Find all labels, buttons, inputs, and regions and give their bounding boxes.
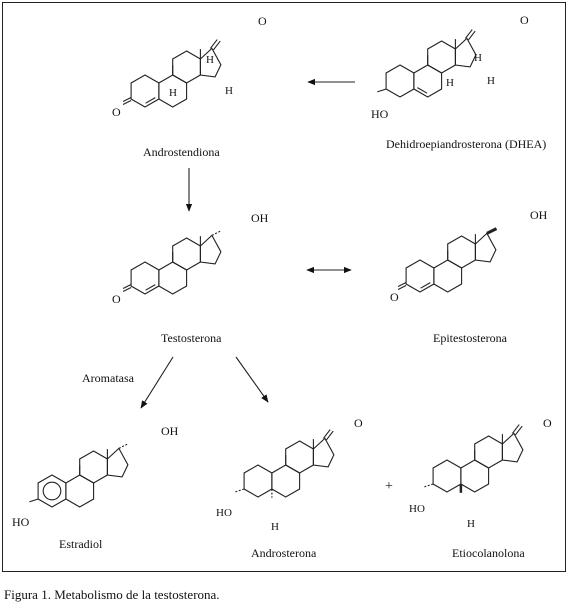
estradiol-ring-a — [37, 474, 67, 508]
atom-o3-epitestosterona: O — [390, 290, 399, 304]
epitestosterona-carbonyl-3a — [397, 282, 407, 287]
testosterona-carbonyl-3b — [122, 287, 132, 292]
atom-oh17-estradiol: OH — [161, 424, 179, 438]
atom-ho3-androsterona: HO — [216, 507, 232, 519]
figure-caption: Figura 1. Metabolismo de la testosterona… — [4, 587, 220, 602]
androstenediona-ring-d — [199, 47, 222, 78]
androstenediona-double-bond-4 — [145, 97, 156, 104]
etiocolanolona-ring-b — [460, 459, 490, 493]
dhea-carbonyl-17a — [464, 29, 473, 39]
atom-h9-dhea: H — [446, 77, 454, 89]
androstenediona-carbonyl-3a — [122, 97, 132, 102]
label-testosterona: Testosterona — [161, 331, 222, 345]
atom-ho3-etiocolanolona: HO — [409, 503, 425, 515]
label-androstenediona: Androstendiona — [143, 145, 220, 159]
atom-ho3-dhea: HO — [371, 107, 389, 121]
androsterona-ring-a — [243, 464, 273, 498]
etiocolanolona-ring-d — [501, 432, 524, 463]
epitestosterona-ring-a — [405, 259, 435, 293]
label-dhea: Dehidroepiandrosterona (DHEA) — [386, 137, 546, 151]
atom-h8-androstenediona: H — [206, 54, 214, 66]
dhea-ring-a — [385, 64, 415, 98]
atom-o17-androsterona: O — [354, 416, 363, 430]
arrow-testosterona-to-androsterona — [235, 356, 269, 403]
epitestosterona-ring-d — [474, 232, 497, 263]
atom-ho3-estradiol: HO — [12, 515, 30, 529]
androsterona-hydroxyl-3 — [235, 488, 245, 493]
arrow-testosterona-to-estradiol — [140, 356, 174, 409]
estradiol-ring-b — [65, 474, 95, 508]
atom-o3-testosterona: O — [112, 292, 121, 306]
atom-oh17-testosterona: OH — [251, 211, 269, 225]
testosterona-carbonyl-3a — [122, 284, 132, 289]
testosterona-hydroxyl-17 — [211, 230, 222, 236]
estradiol-hydroxyl-3 — [29, 498, 39, 503]
androstenediona-carbonyl-17a — [209, 39, 218, 49]
dhea-ring-b — [413, 64, 443, 98]
androsterona-carbonyl-17a — [322, 429, 331, 439]
androsterona-ring-d — [312, 437, 335, 468]
atom-h14-dhea: H — [487, 75, 495, 87]
atom-oh17-epitestosterona: OH — [530, 208, 548, 222]
atom-o3-androstenediona: O — [112, 105, 121, 119]
label-aromatasa: Aromatasa — [82, 371, 135, 385]
atom-h5-etiocolanolona: H — [467, 518, 475, 530]
androstenediona-carbonyl-17b — [212, 40, 221, 51]
testosterona-ring-d — [199, 234, 222, 265]
atom-h5-androsterona: H — [271, 521, 279, 533]
epitestosterona-ring-c — [447, 235, 476, 269]
testosterona-ring-c — [172, 237, 201, 271]
label-androsterona: Androsterona — [251, 546, 317, 560]
plus-sign: + — [385, 479, 393, 494]
dhea-double-bond-5 — [417, 87, 428, 94]
dhea-ring-c — [427, 40, 456, 74]
atom-h9-androstenediona: H — [169, 87, 177, 99]
androstenediona-carbonyl-3b — [122, 100, 132, 105]
dhea-ring-d — [454, 37, 477, 68]
label-epitestosterona: Epitestosterona — [433, 331, 508, 345]
figure-frame — [2, 2, 566, 572]
atom-o17-dhea: O — [520, 13, 529, 27]
androsterona-ring-b — [271, 464, 301, 498]
testosterona-ring-b — [158, 261, 188, 295]
estradiol-aromatic-ring — [42, 481, 62, 501]
dhea-carbonyl-17b — [467, 30, 476, 41]
etiocolanolona-ring-c — [474, 435, 503, 469]
androsterona-ring-c — [285, 440, 314, 474]
androsterona-carbonyl-17b — [325, 430, 334, 441]
etiocolanolona-carbonyl-17b — [514, 425, 523, 436]
atom-o17-etiocolanolona: O — [543, 416, 552, 430]
label-etiocolanolona: Etiocolanolona — [452, 546, 525, 560]
estradiol-ring-d — [106, 447, 129, 478]
etiocolanolona-hydroxyl-3 — [424, 483, 434, 488]
testosterona-ring-a — [130, 261, 160, 295]
epitestosterona-double-bond-4 — [420, 282, 431, 289]
androstenediona-ring-a — [130, 74, 160, 108]
atom-o17-androstenediona: O — [258, 14, 267, 28]
dhea-hydroxyl-3 — [377, 88, 387, 93]
label-estradiol: Estradiol — [59, 537, 103, 551]
estradiol-hydroxyl-17 — [118, 443, 129, 449]
etiocolanolona-ring-a — [432, 459, 462, 493]
epitestosterona-carbonyl-3b — [397, 285, 407, 290]
epitestosterona-ring-b — [433, 259, 463, 293]
epitestosterona-hydroxyl-17 — [486, 227, 498, 235]
atom-h14-androstenediona: H — [225, 85, 233, 97]
atom-h8-dhea: H — [474, 52, 482, 64]
etiocolanolona-carbonyl-17a — [511, 424, 520, 434]
estradiol-ring-c — [79, 450, 108, 484]
testosterona-double-bond-4 — [145, 284, 156, 291]
androstenediona-ring-c — [172, 50, 201, 84]
